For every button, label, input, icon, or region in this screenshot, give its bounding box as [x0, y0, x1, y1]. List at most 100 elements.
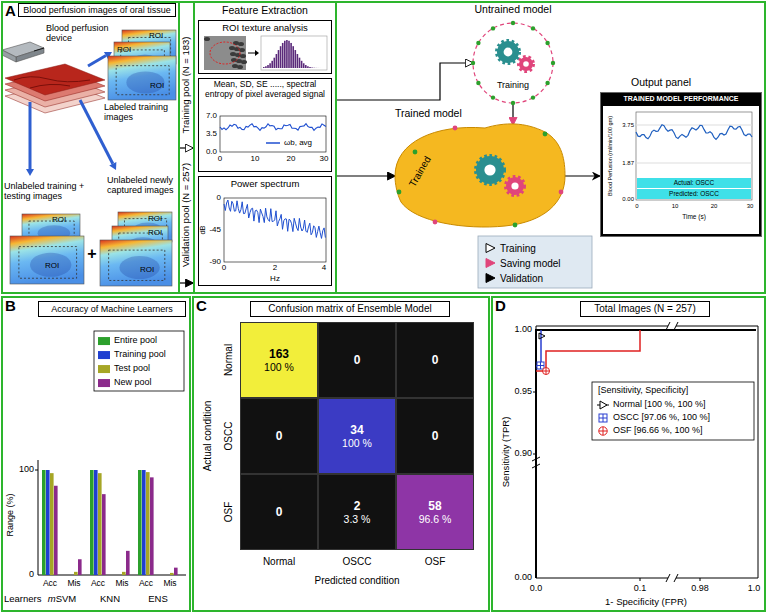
node-text: 0 [432, 353, 439, 367]
plus-sign: + [87, 245, 96, 263]
axis-title: Range (%) [6, 493, 16, 536]
axis-tick: 0 [29, 570, 34, 580]
bar-group-label: Mis [163, 579, 176, 588]
roi-tag: ROI [117, 46, 131, 55]
legend-text: Training [500, 243, 536, 254]
roi-tag: ROI [150, 82, 164, 91]
roi-tag: ROI [52, 216, 66, 225]
axis-tick: 0.90 [514, 449, 532, 459]
node-text: Trained model [395, 107, 462, 119]
model-circle: Untrained modelTraining [470, 20, 556, 106]
node-text: Power spectrum [199, 178, 331, 189]
legend-symbol [484, 242, 496, 254]
node-subtext: Training [470, 80, 556, 90]
bar-group-label: Acc [43, 579, 57, 588]
connector [337, 175, 395, 176]
matrix-cell: 0 [240, 398, 318, 474]
flow-arrow [26, 102, 34, 176]
chart-title: Total Images (N = 257) [580, 301, 710, 317]
legend-text: Training pool [114, 350, 166, 360]
bar-group-label: Acc [91, 579, 105, 588]
pool-label: Validation pool (N = 257) [181, 163, 191, 267]
legend-heading: [Sensitivity, Specificity] [598, 386, 688, 396]
node-subtext: 3.3 % [344, 513, 371, 525]
annotation: Unlabeled newly captured images [107, 176, 179, 196]
legend-entry: Training pool [98, 350, 166, 360]
axis-tick: 0.00 [514, 573, 532, 583]
axis-title: dB [199, 225, 207, 234]
axis-tick: 0.0 [530, 584, 543, 594]
node-text: Untrained model [450, 3, 576, 15]
bar-chart [35, 331, 186, 575]
axis-title: Hz [270, 275, 280, 284]
roi-tag: ROI [140, 266, 154, 275]
axis-tick: 30 [747, 203, 754, 210]
signal-chart [220, 116, 326, 152]
legend-swatch [98, 351, 110, 359]
learner-name: ENS [148, 594, 168, 604]
axis-tick: 3.5 [206, 130, 217, 139]
class-label: OSF [425, 556, 446, 567]
learner-name: mSVM [48, 594, 77, 604]
leader-line [34, 48, 44, 51]
node-text: D [495, 297, 506, 314]
chart-title: Accuracy of Machine Learners [38, 301, 186, 317]
node-text: Output panel [631, 76, 691, 88]
node-text: Feature Extraction [195, 4, 335, 16]
annotation: Unlabeled training + testing images [4, 182, 104, 202]
perfusion-image [100, 240, 172, 286]
pool-label: Training pool (N = 183) [181, 36, 191, 133]
axis-title: Blood Perfusion (ml/min/100 gm) [607, 116, 613, 196]
roi-tag: ROI [149, 32, 163, 41]
legend-entry: New pool [98, 378, 152, 388]
legend-entry: Training [484, 242, 536, 254]
axis-tick: 20 [711, 203, 718, 210]
roi-tag: ROI [45, 262, 59, 271]
tissue-illustration [5, 64, 105, 113]
bar-group-label: Mis [67, 579, 80, 588]
legend-entry: OSF [96.66 %, 100 %] [597, 425, 703, 437]
small-arrow [248, 50, 259, 56]
spectrum-chart [224, 198, 326, 262]
legend-symbol [597, 399, 609, 411]
axis-tick: 0.00 [622, 196, 634, 203]
class-band: Actual: OSCC [637, 178, 751, 188]
node-text: 0 [276, 505, 283, 519]
axis-title: Actual condition [202, 401, 213, 472]
node-text: Predicted: OSCC [637, 189, 751, 199]
class-band: Predicted: OSCC [637, 189, 751, 199]
connector [337, 63, 473, 100]
node-text: Total Images (N = 257) [581, 302, 709, 316]
node-text: Blood perfusion images of oral tissue [18, 3, 176, 17]
axis-tick: 30 [320, 155, 329, 164]
perfusion-image [108, 56, 176, 100]
node-text: B [5, 297, 16, 314]
matrix-cell: 163100 % [240, 322, 318, 398]
axis-tick: 0 [217, 194, 221, 203]
node-subtext: 100 % [342, 437, 372, 449]
model-blob: Trained modelTrained [395, 122, 565, 230]
node-text: 34 [350, 423, 363, 437]
learner-name: KNN [100, 594, 120, 604]
legend-symbol [597, 425, 609, 437]
axis-tick: 0.95 [514, 387, 532, 397]
axis-tick: -45 [209, 226, 221, 235]
connector [512, 103, 513, 125]
axis-title: Learners [4, 594, 42, 604]
axis-tick: -90 [209, 258, 221, 267]
class-label: OSF [223, 502, 234, 523]
legend-text: Entire pool [114, 336, 157, 346]
axis-title: Time (s) [682, 213, 706, 220]
legend-symbol [484, 272, 496, 284]
axis-title: 1- Specificity (FPR) [605, 597, 687, 607]
class-label: Normal [223, 344, 234, 376]
perfusion-device [2, 42, 44, 62]
legend-symbol [597, 412, 609, 424]
node-text: Confusion matrix of Ensemble Model [251, 302, 449, 316]
panel-frame: D Total Images (N = 257) [491, 296, 766, 612]
axis-tick: 0.98 [691, 584, 709, 594]
node-text: Actual: OSCC [637, 178, 751, 188]
panel-frame: B Accuracy of Machine Learners [1, 296, 191, 612]
legend-entry: Test pool [98, 364, 150, 374]
matrix-cell: 34100 % [318, 398, 396, 474]
